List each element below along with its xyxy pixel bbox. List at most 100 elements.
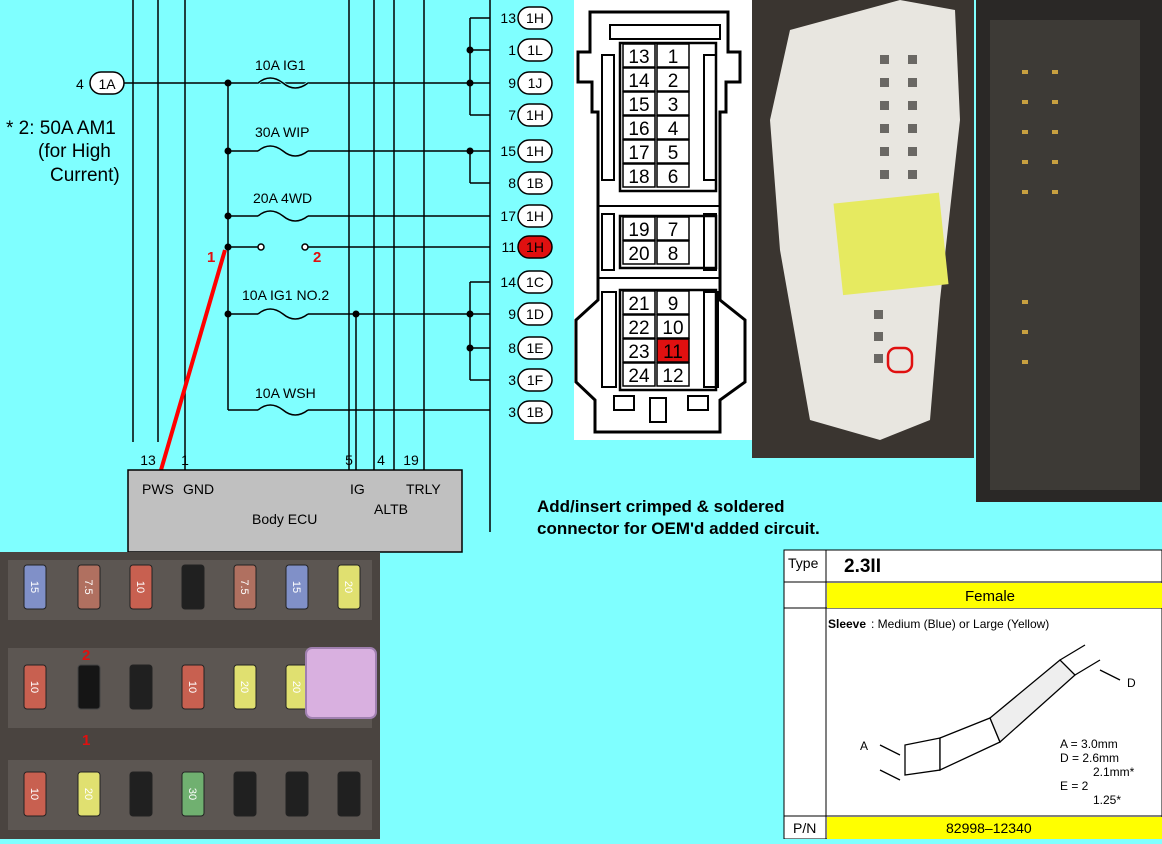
fuse-label: 20A 4WD <box>253 190 312 206</box>
dim-d: D = 2.6mm <box>1060 751 1119 765</box>
gender: Female <box>965 588 1015 605</box>
terminal-spec: Type 2.3II Female Sleeve : Medium (Blue)… <box>783 549 1162 840</box>
connector-pin: 8 <box>508 175 516 191</box>
pin-number: 11 <box>663 342 683 363</box>
fuse-rating: 10 <box>134 581 146 593</box>
pn-value: 82998–12340 <box>946 820 1032 836</box>
pin-number: 19 <box>628 220 649 241</box>
connector-id: 1H <box>526 143 544 159</box>
ecu-pin-label: IG <box>350 481 365 497</box>
pin-number: 2 <box>668 71 679 92</box>
pin-cell <box>656 67 690 92</box>
pin-cell <box>622 43 656 68</box>
pin-cell <box>656 290 690 315</box>
pin-cell <box>656 139 690 164</box>
pin-cell <box>656 314 690 339</box>
type-label: Type <box>788 555 819 571</box>
connector-pin: 11 <box>501 239 516 255</box>
fuse-rating: 15 <box>28 581 40 593</box>
pin-cell <box>622 362 656 387</box>
pin-cell <box>656 216 690 241</box>
connector-pin: 15 <box>500 143 516 159</box>
input-pin: 4 <box>76 76 84 92</box>
pin-number: 23 <box>628 342 649 363</box>
dim-a: A = 3.0mm <box>1060 737 1118 751</box>
pin-cell <box>622 216 656 241</box>
connector-id: 1H <box>526 107 544 123</box>
connector-pin: 9 <box>508 75 516 91</box>
connector-pin: 8 <box>508 340 516 356</box>
connector-badge <box>517 103 553 127</box>
fuse <box>233 664 257 710</box>
pin-number: 5 <box>668 143 679 164</box>
pn-label: P/N <box>793 820 816 836</box>
fuse-rating: 10 <box>28 681 40 693</box>
pin-number: 15 <box>628 95 649 116</box>
connector-id: 1C <box>526 274 544 290</box>
circuit-marker-1: 1 <box>207 249 215 266</box>
type-value: 2.3II <box>844 556 881 577</box>
connector-id: 1H <box>526 208 544 224</box>
fuse <box>233 564 257 610</box>
fuse-rating: 30 <box>186 788 198 800</box>
fusebox-marker-2: 2 <box>82 647 90 664</box>
ecu-pin-number: 5 <box>345 452 353 468</box>
circuit-marker-2: 2 <box>313 249 321 266</box>
pin-number: 22 <box>628 318 649 339</box>
pin-number: 14 <box>628 71 650 92</box>
pin-number: 16 <box>628 119 649 140</box>
connector-pin: 9 <box>508 306 516 322</box>
ecu-pin-label: ALTB <box>374 501 408 517</box>
fuse <box>23 664 47 710</box>
insert-location-marker <box>886 346 914 374</box>
fuse-label: 10A IG1 <box>255 57 306 73</box>
dim-d-alt: 2.1mm* <box>1093 765 1135 779</box>
connector-badge <box>517 38 553 62</box>
caption-line2: connector for OEM'd added circuit. <box>537 519 820 538</box>
fuse-rating: 10 <box>28 788 40 800</box>
fuse-rating: 20 <box>82 788 94 800</box>
fuse-rows <box>228 17 490 470</box>
pin-cell <box>622 338 656 363</box>
connector-badge <box>517 235 553 259</box>
fuse-label: 30A WIP <box>255 124 309 140</box>
pin-cell <box>656 362 690 387</box>
pin-cell <box>622 115 656 140</box>
input-connector: 1A <box>98 76 116 92</box>
pin-number: 3 <box>668 95 679 116</box>
connector-badge <box>517 302 553 326</box>
empty-fuse-slot <box>77 664 101 710</box>
ecu-pin-number: 19 <box>403 452 419 468</box>
body-ecu: 13 1 5 4 19 PWS GND IG ALTB TRLY Body EC… <box>127 452 463 553</box>
connector-badge <box>517 204 553 228</box>
pin-cell <box>656 338 690 363</box>
pin-number: 21 <box>628 294 649 315</box>
caption-line1: Add/insert crimped & soldered <box>537 497 785 516</box>
connector-id: 1L <box>527 42 543 58</box>
junction-dots <box>224 46 474 352</box>
fuse-rating: 20 <box>238 681 250 693</box>
note-line3: Current) <box>50 165 120 186</box>
pin-number: 4 <box>668 119 679 140</box>
fuse-rating: 7.5 <box>82 579 94 594</box>
fuse-rating: 15 <box>290 581 302 593</box>
dim-letter-d: D <box>1127 676 1136 690</box>
pin-number: 13 <box>628 47 649 68</box>
fuse <box>77 771 101 817</box>
connector-id: 1F <box>527 372 543 388</box>
pin-cell <box>622 67 656 92</box>
connector-badge <box>517 368 553 392</box>
fuse-rating: 20 <box>290 681 302 693</box>
fuse <box>285 771 309 817</box>
fuse <box>23 771 47 817</box>
connector-badge <box>517 6 553 30</box>
connector-badge <box>517 400 553 424</box>
connector-badge <box>517 336 553 360</box>
fuse-rating: 20 <box>342 581 354 593</box>
pin-number: 9 <box>668 294 679 315</box>
pin-cell <box>622 163 656 188</box>
ecu-pin-label: GND <box>183 481 214 497</box>
